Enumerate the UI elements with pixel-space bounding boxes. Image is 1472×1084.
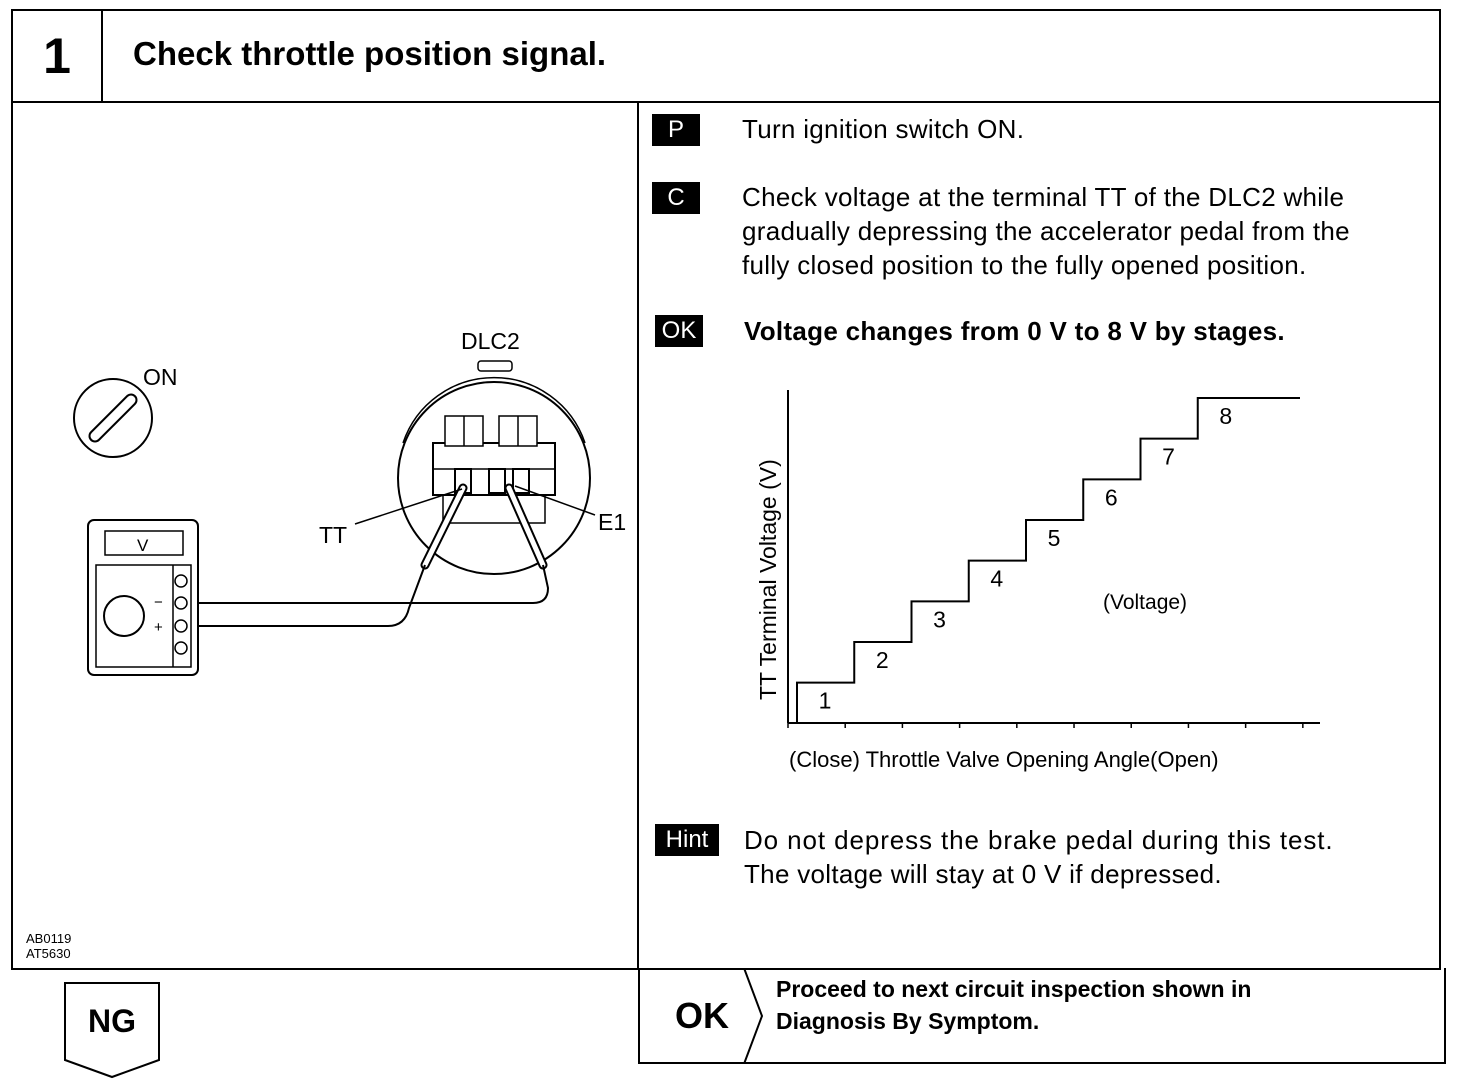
dlc2-connector bbox=[397, 360, 591, 575]
header-divider bbox=[101, 9, 103, 103]
tag-ok: OK bbox=[655, 315, 703, 347]
ok-result-box bbox=[638, 968, 1446, 1064]
instruction-c-line: gradually depressing the accelerator ped… bbox=[742, 216, 1350, 246]
chart-step-label: 6 bbox=[1105, 484, 1118, 510]
hint-line: Do not depress the brake pedal during th… bbox=[744, 825, 1334, 855]
tag-p: P bbox=[652, 114, 700, 146]
ok-arrow-divider bbox=[743, 968, 764, 1064]
ignition-switch-icon bbox=[73, 378, 153, 458]
chart-step-line bbox=[796, 397, 1300, 723]
chart-step-label: 5 bbox=[1048, 525, 1061, 551]
main-right-border bbox=[1439, 101, 1441, 970]
chart-y-label: TT Terminal Voltage (V) bbox=[755, 459, 781, 700]
voltmeter-icon bbox=[87, 519, 199, 676]
ng-label: NG bbox=[88, 1003, 136, 1039]
ok-label: OK bbox=[675, 995, 729, 1036]
test-probes bbox=[420, 483, 548, 570]
tag-hint: Hint bbox=[655, 824, 719, 856]
meter-minus-label: − bbox=[154, 594, 163, 611]
chart-step-label: 8 bbox=[1219, 403, 1232, 429]
chart-x-label: (Close) Throttle Valve Opening Angle(Ope… bbox=[789, 747, 1219, 772]
ok-action-line: Proceed to next circuit inspection shown… bbox=[776, 976, 1252, 1002]
chart-annotation: (Voltage) bbox=[1103, 591, 1187, 614]
dlc2-label: DLC2 bbox=[461, 328, 520, 354]
column-divider bbox=[637, 101, 639, 970]
chart-step-label: 1 bbox=[819, 688, 832, 714]
main-left-border bbox=[11, 101, 13, 970]
terminal-tt-label: TT bbox=[319, 522, 347, 548]
meter-plus-label: + bbox=[154, 619, 163, 636]
ignition-on-label: ON bbox=[143, 364, 178, 390]
chart-step-label: 2 bbox=[876, 647, 889, 673]
voltage-step-chart: TT Terminal Voltage (V) (Close) Throttle… bbox=[755, 390, 1320, 772]
meter-v-label: V bbox=[137, 536, 149, 555]
main-bottom-border bbox=[11, 968, 1441, 970]
tag-c: C bbox=[652, 182, 700, 214]
chart-step-label: 4 bbox=[990, 566, 1003, 592]
instruction-ok-text: Voltage changes from 0 V to 8 V by stage… bbox=[744, 316, 1285, 346]
terminal-e1-label: E1 bbox=[598, 509, 626, 535]
wiring-diagram: ON DLC2 TT E1 bbox=[26, 328, 626, 961]
instruction-c-line: fully closed position to the fully opene… bbox=[742, 250, 1307, 280]
chart-step-label: 7 bbox=[1162, 444, 1175, 470]
instruction-p-text: Turn ignition switch ON. bbox=[742, 114, 1025, 144]
header-bar bbox=[11, 9, 1441, 103]
step-number: 1 bbox=[43, 28, 71, 84]
ng-result-box bbox=[64, 982, 160, 1079]
chart-step-label: 3 bbox=[933, 606, 946, 632]
ok-action-line: Diagnosis By Symptom. bbox=[776, 1008, 1040, 1034]
figure-code: AB0119 bbox=[26, 931, 71, 946]
hint-line: The voltage will stay at 0 V if depresse… bbox=[744, 859, 1222, 889]
page-title: Check throttle position signal. bbox=[133, 35, 607, 72]
figure-code: AT5630 bbox=[26, 946, 71, 961]
instruction-c-line: Check voltage at the terminal TT of the … bbox=[742, 182, 1345, 212]
